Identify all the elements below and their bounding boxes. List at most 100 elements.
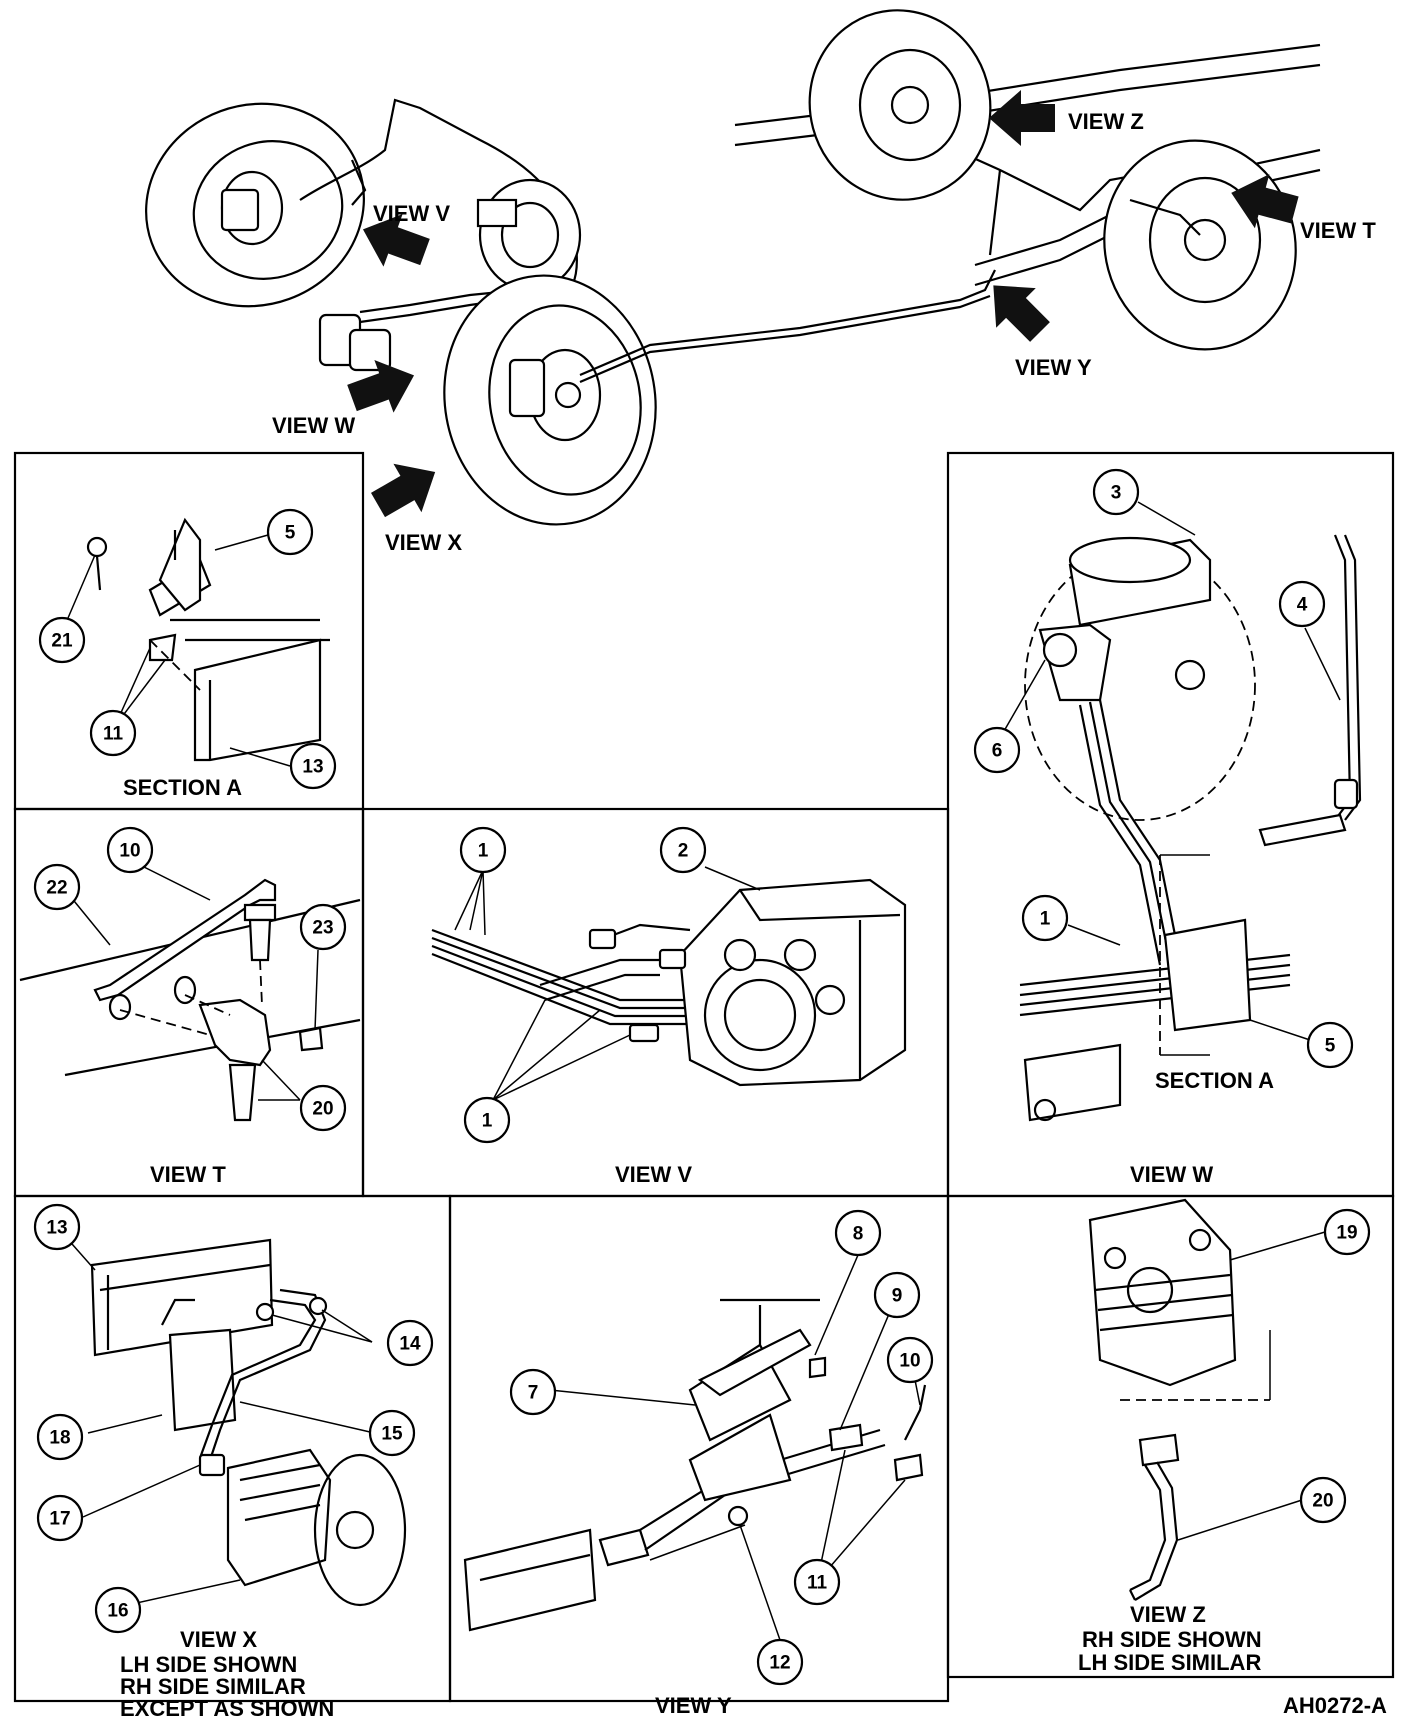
callout-12: 12 (756, 1638, 804, 1686)
callout-9: 9 (873, 1271, 921, 1319)
svg-text:11: 11 (807, 1573, 828, 1594)
callout-6: 6 (973, 726, 1021, 774)
svg-text:4: 4 (1297, 595, 1308, 616)
svg-text:11: 11 (103, 724, 124, 745)
view-x-note-1: LH SIDE SHOWN (120, 1652, 297, 1677)
view-z-note-1: RH SIDE SHOWN (1082, 1627, 1262, 1652)
panel-view-z: 19 20 VIEW Z RH SIDE SHOWN LH SIDE SIMIL… (1078, 1198, 1371, 1675)
svg-text:17: 17 (49, 1509, 70, 1530)
left-front-wheel (145, 102, 365, 308)
panel-section-a: 5 21 11 13 SECTION A (38, 508, 337, 800)
view-x-note-2: RH SIDE SIMILAR (120, 1674, 306, 1699)
rear-left-wheel (808, 9, 992, 201)
callout-8: 8 (834, 1209, 882, 1257)
callout-10: 10 (106, 826, 154, 874)
callout-11: 11 (89, 709, 137, 757)
svg-text:13: 13 (302, 757, 323, 778)
svg-text:3: 3 (1111, 483, 1122, 504)
view-x-note-3: EXCEPT AS SHOWN (120, 1696, 334, 1721)
view-z-title: VIEW Z (1130, 1602, 1206, 1627)
callout-17: 17 (36, 1494, 84, 1542)
svg-text:2: 2 (678, 841, 689, 862)
svg-text:10: 10 (899, 1351, 920, 1372)
view-v-arrow: VIEW V (353, 201, 450, 279)
section-a-title: SECTION A (123, 775, 242, 800)
svg-text:1: 1 (1040, 909, 1051, 930)
callout-13-x: 13 (33, 1203, 81, 1251)
view-w-title: VIEW W (1130, 1162, 1213, 1187)
svg-text:VIEW T: VIEW T (1300, 218, 1376, 243)
callout-7: 7 (509, 1368, 557, 1416)
view-w-section-label: SECTION A (1155, 1068, 1274, 1093)
right-front-wheel (443, 274, 657, 526)
svg-text:1: 1 (482, 1111, 493, 1132)
svg-text:16: 16 (107, 1601, 128, 1622)
callout-5-w: 5 (1306, 1021, 1354, 1069)
svg-text:1: 1 (478, 841, 489, 862)
callout-1-bottom: 1 (463, 1096, 511, 1144)
svg-text:VIEW Y: VIEW Y (1015, 355, 1092, 380)
callout-19: 19 (1323, 1208, 1371, 1256)
diagram-id: AH0272-A (1283, 1693, 1387, 1718)
svg-text:9: 9 (892, 1286, 903, 1307)
svg-text:6: 6 (992, 741, 1003, 762)
callout-5: 5 (266, 508, 314, 556)
svg-text:14: 14 (399, 1334, 421, 1355)
callout-20: 20 (299, 1084, 347, 1132)
view-z-arrow: VIEW Z (989, 90, 1144, 146)
svg-text:8: 8 (853, 1224, 864, 1245)
svg-text:VIEW V: VIEW V (373, 201, 450, 226)
svg-text:22: 22 (46, 878, 67, 899)
callout-23: 23 (299, 903, 347, 951)
view-v-title: VIEW V (615, 1162, 692, 1187)
panel-view-w: 3 4 6 1 5 SECTION A VIEW W (973, 468, 1362, 1187)
svg-text:20: 20 (1312, 1491, 1333, 1512)
callout-3: 3 (1092, 468, 1140, 516)
svg-text:5: 5 (285, 523, 296, 544)
booster (476, 178, 582, 292)
svg-text:VIEW W: VIEW W (272, 413, 355, 438)
panel-view-v: 1 2 1 VIEW V (431, 826, 907, 1187)
svg-text:20: 20 (312, 1099, 333, 1120)
callout-18: 18 (36, 1413, 84, 1461)
callout-11-y: 11 (793, 1558, 841, 1606)
svg-text:19: 19 (1336, 1223, 1357, 1244)
svg-text:23: 23 (312, 918, 333, 939)
panel-frames (13, 451, 1395, 1703)
svg-text:5: 5 (1325, 1036, 1336, 1057)
overview-illustration (145, 9, 1321, 526)
svg-text:7: 7 (528, 1383, 539, 1404)
callout-2: 2 (659, 826, 707, 874)
callout-15: 15 (368, 1409, 416, 1457)
callout-21: 21 (38, 616, 86, 664)
view-t-title: VIEW T (150, 1162, 226, 1187)
callout-4: 4 (1278, 580, 1326, 628)
callout-1: 1 (1021, 894, 1069, 942)
panel-view-y: 8 9 10 7 11 12 VIEW Y (463, 1209, 934, 1718)
callout-20-z: 20 (1299, 1476, 1347, 1524)
svg-text:VIEW Z: VIEW Z (1068, 109, 1144, 134)
svg-text:10: 10 (119, 841, 140, 862)
callout-22: 22 (33, 863, 81, 911)
callout-16: 16 (94, 1586, 142, 1634)
view-x-title: VIEW X (180, 1627, 257, 1652)
callout-1-top: 1 (459, 826, 507, 874)
view-y-title: VIEW Y (655, 1693, 732, 1718)
view-y-arrow: VIEW Y (973, 265, 1092, 380)
callout-10-y: 10 (886, 1336, 934, 1384)
panel-view-x: 13 14 18 15 17 16 VIEW X LH SIDE SHOWN R… (33, 1203, 434, 1721)
callout-13: 13 (289, 742, 337, 790)
view-t-arrow: VIEW T (1224, 165, 1376, 243)
svg-text:18: 18 (49, 1428, 70, 1449)
svg-text:12: 12 (769, 1653, 790, 1674)
view-x-arrow: VIEW X (364, 447, 462, 555)
view-w-arrow: VIEW W (272, 349, 424, 438)
svg-text:VIEW X: VIEW X (385, 530, 462, 555)
svg-text:15: 15 (381, 1424, 403, 1445)
panel-view-t: 10 22 23 20 VIEW T (19, 826, 361, 1187)
view-z-note-2: LH SIDE SIMILAR (1078, 1650, 1261, 1675)
svg-text:21: 21 (51, 631, 73, 652)
svg-text:13: 13 (46, 1218, 67, 1239)
callout-14: 14 (386, 1319, 434, 1367)
